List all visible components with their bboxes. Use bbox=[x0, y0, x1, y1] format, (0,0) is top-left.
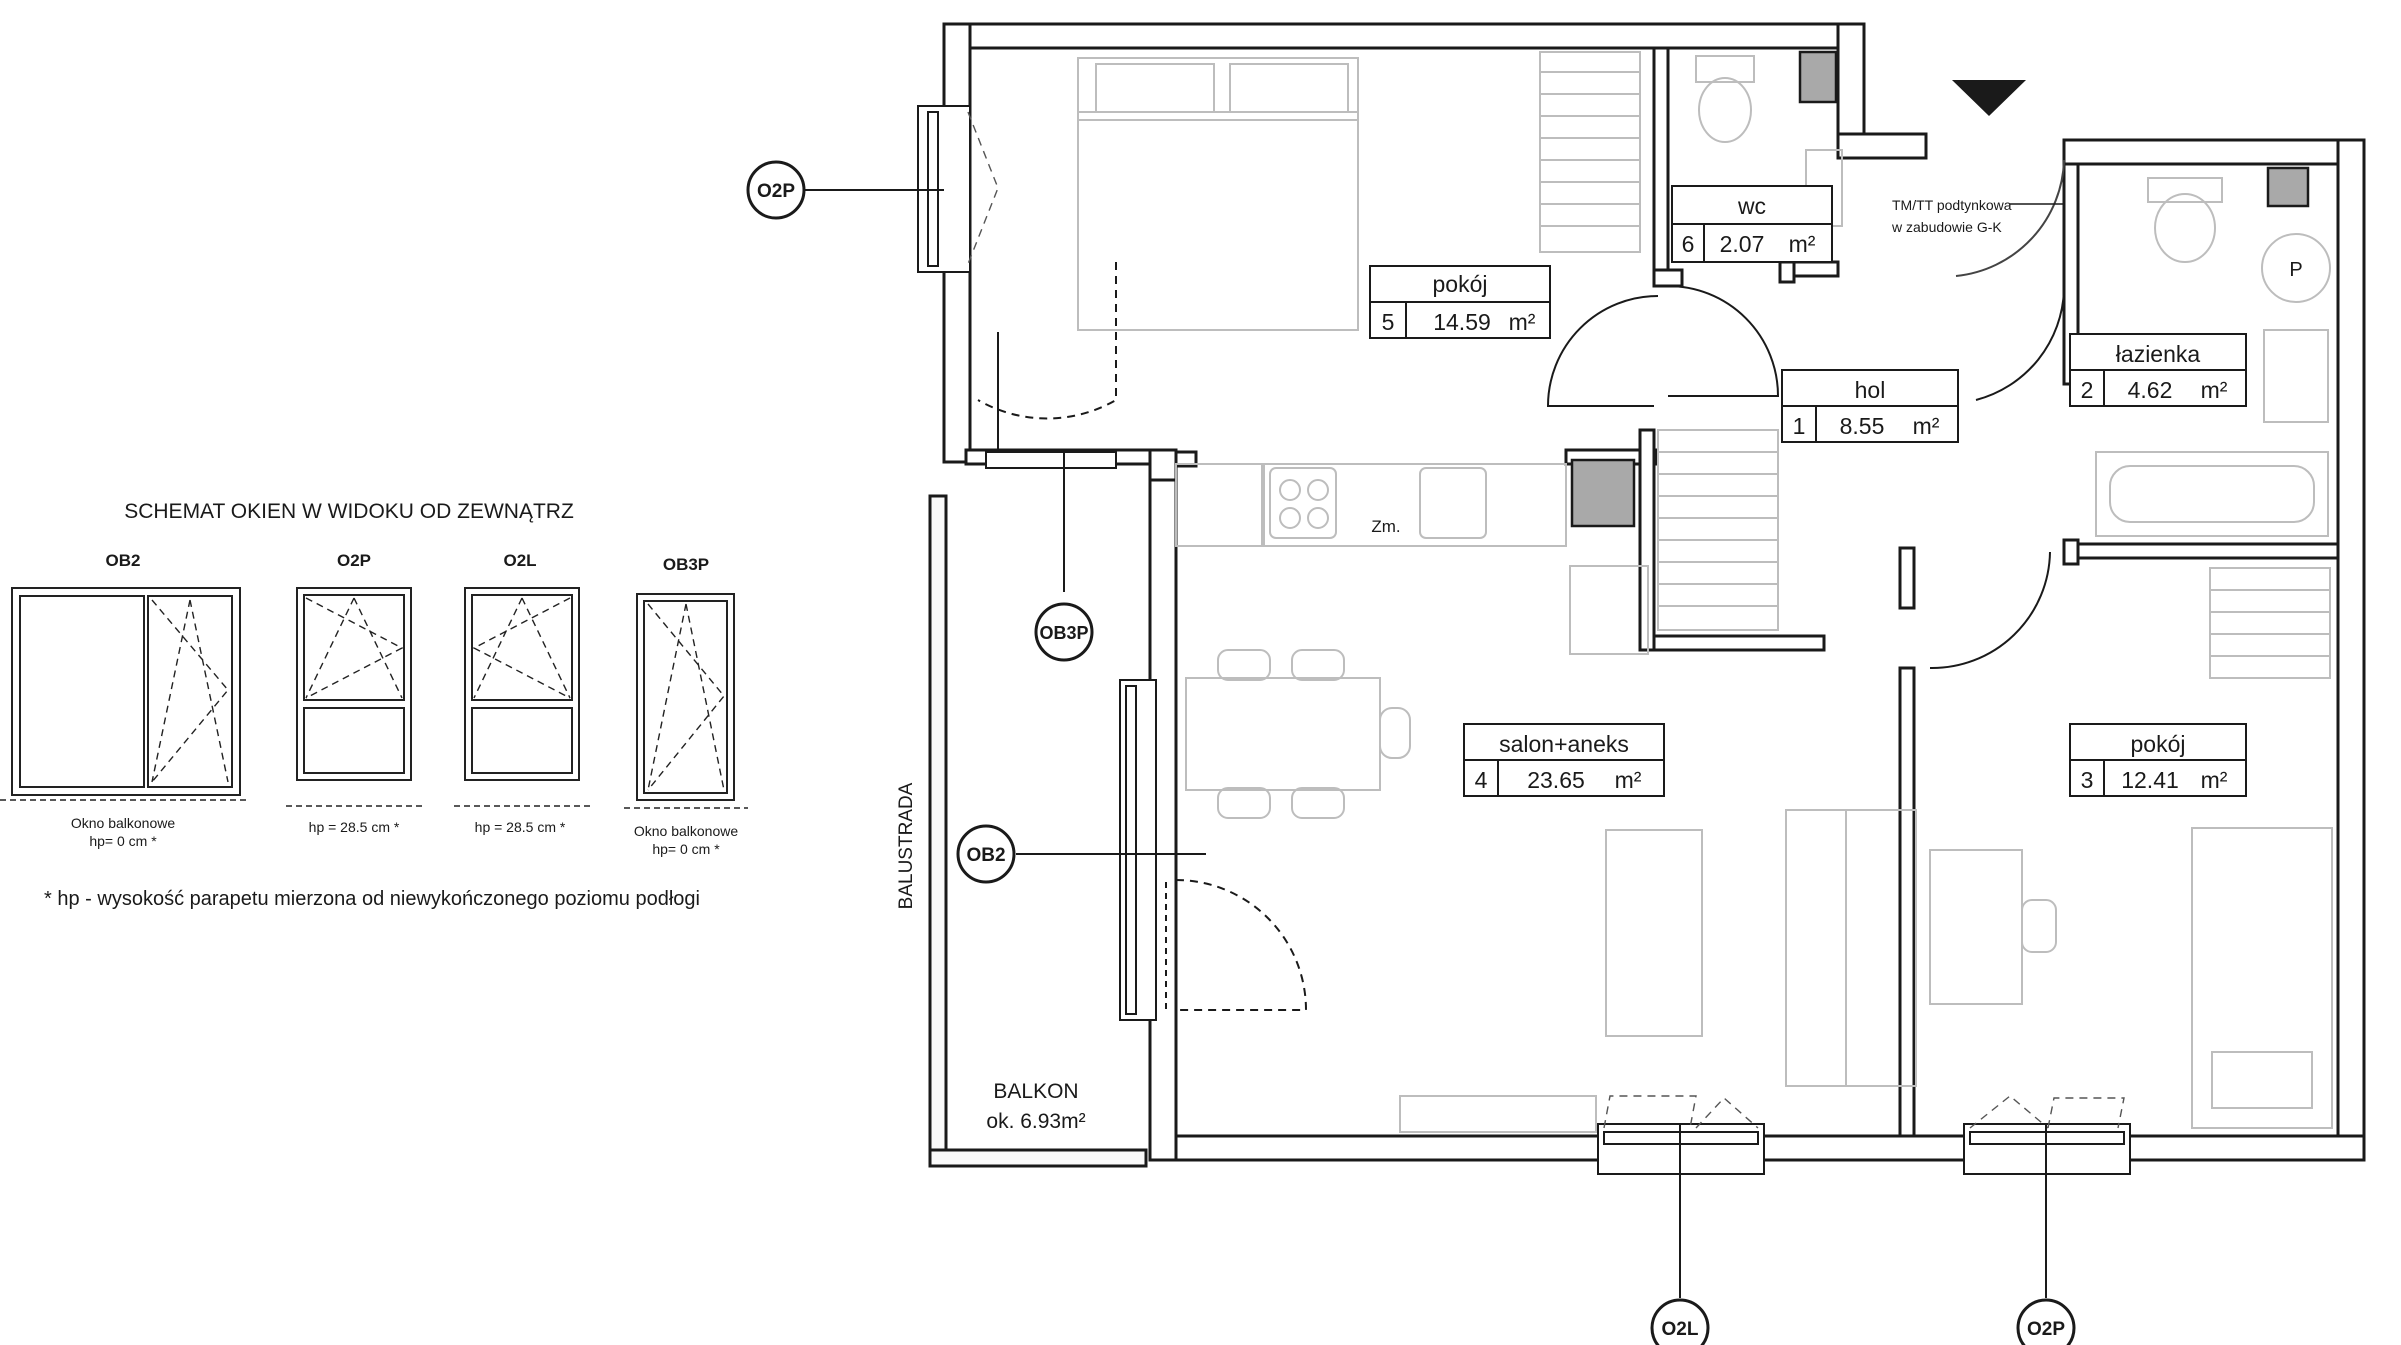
legend-caption-o2l: hp = 28.5 cm * bbox=[475, 819, 566, 835]
marker-circles bbox=[746, 160, 2076, 1345]
installation-note-2: w zabudowie G-K bbox=[1891, 219, 2002, 235]
entrance-arrow-icon bbox=[1952, 80, 2026, 116]
legend-code-ob2: OB2 bbox=[106, 551, 141, 570]
room-4-unit: m² bbox=[1615, 767, 1642, 793]
room-5-name: pokój bbox=[1433, 271, 1488, 297]
room-4-number: 4 bbox=[1475, 767, 1488, 793]
window-symbol-ob3p bbox=[624, 593, 748, 809]
legend-caption-ob2-2: hp= 0 cm * bbox=[89, 833, 157, 849]
boiler-label: P bbox=[2289, 259, 2302, 281]
legend-footnote: * hp - wysokość parapetu mierzona od nie… bbox=[44, 888, 700, 910]
window-symbol-o2p bbox=[286, 587, 424, 807]
installation-shafts bbox=[1570, 50, 2310, 528]
room-5-number: 5 bbox=[1382, 309, 1395, 335]
room-labels bbox=[1369, 185, 2247, 797]
legend-code-ob3p: OB3P bbox=[663, 555, 709, 574]
marker-o2p-top: O2P bbox=[757, 181, 795, 202]
room-1-area: 8.55 bbox=[1840, 413, 1885, 439]
room-2-area: 4.62 bbox=[2128, 377, 2173, 403]
room-3-number: 3 bbox=[2081, 767, 2094, 793]
room-3-area: 12.41 bbox=[2121, 767, 2179, 793]
legend-title: SCHEMAT OKIEN W WIDOKU OD ZEWNĄTRZ bbox=[124, 500, 574, 523]
window-swings bbox=[967, 111, 2125, 1129]
legend-caption-o2p: hp = 28.5 cm * bbox=[309, 819, 400, 835]
room-3-name: pokój bbox=[2131, 731, 2186, 757]
legend-caption-ob2-1: Okno balkonowe bbox=[71, 815, 176, 831]
room-2-number: 2 bbox=[2081, 377, 2094, 403]
marker-labels: O2P OB3P OB2 O2L O2P bbox=[757, 181, 2065, 1340]
room-6-area: 2.07 bbox=[1720, 231, 1765, 257]
window-symbol-o2l bbox=[454, 587, 590, 807]
marker-leaders bbox=[804, 189, 2047, 1298]
room-5-unit: m² bbox=[1509, 309, 1536, 335]
room-5-area: 14.59 bbox=[1433, 309, 1491, 335]
legend-code-o2p: O2P bbox=[337, 551, 371, 570]
stove-label: Zm. bbox=[1371, 517, 1400, 536]
legend-caption-ob3p-1: Okno balkonowe bbox=[634, 823, 739, 839]
marker-ob3p: OB3P bbox=[1039, 623, 1088, 643]
marker-o2l-bottom: O2L bbox=[1662, 1319, 1699, 1340]
window-legend: SCHEMAT OKIEN W WIDOKU OD ZEWNĄTRZ OB2 O… bbox=[0, 500, 748, 910]
room-4-area: 23.65 bbox=[1527, 767, 1585, 793]
room-2-unit: m² bbox=[2201, 377, 2228, 403]
legend-code-o2l: O2L bbox=[503, 551, 536, 570]
room-1-unit: m² bbox=[1913, 413, 1940, 439]
marker-ob2: OB2 bbox=[966, 845, 1005, 866]
room-1-number: 1 bbox=[1793, 413, 1806, 439]
room-6-number: 6 bbox=[1682, 231, 1695, 257]
balcony-area: ok. 6.93m² bbox=[986, 1110, 1085, 1133]
installation-note-1: TM/TT podtynkowa bbox=[1892, 197, 2012, 213]
window-symbol-ob2 bbox=[0, 587, 250, 801]
legend-caption-ob3p-2: hp= 0 cm * bbox=[652, 841, 720, 857]
room-6-name: wc bbox=[1737, 193, 1766, 219]
room-2-name: łazienka bbox=[2116, 341, 2201, 367]
balcony-railing: BALUSTRADA bbox=[896, 782, 917, 909]
room-1-name: hol bbox=[1855, 377, 1886, 403]
room-6-unit: m² bbox=[1789, 231, 1816, 257]
doors bbox=[977, 159, 2065, 1011]
room-label-texts: pokój 5 14.59 m² wc 6 2.07 m² hol 1 8.55… bbox=[896, 193, 2303, 1133]
marker-o2p-bottom: O2P bbox=[2027, 1319, 2065, 1340]
room-4-name: salon+aneks bbox=[1499, 731, 1629, 757]
room-3-unit: m² bbox=[2201, 767, 2228, 793]
balcony-name: BALKON bbox=[993, 1080, 1078, 1103]
